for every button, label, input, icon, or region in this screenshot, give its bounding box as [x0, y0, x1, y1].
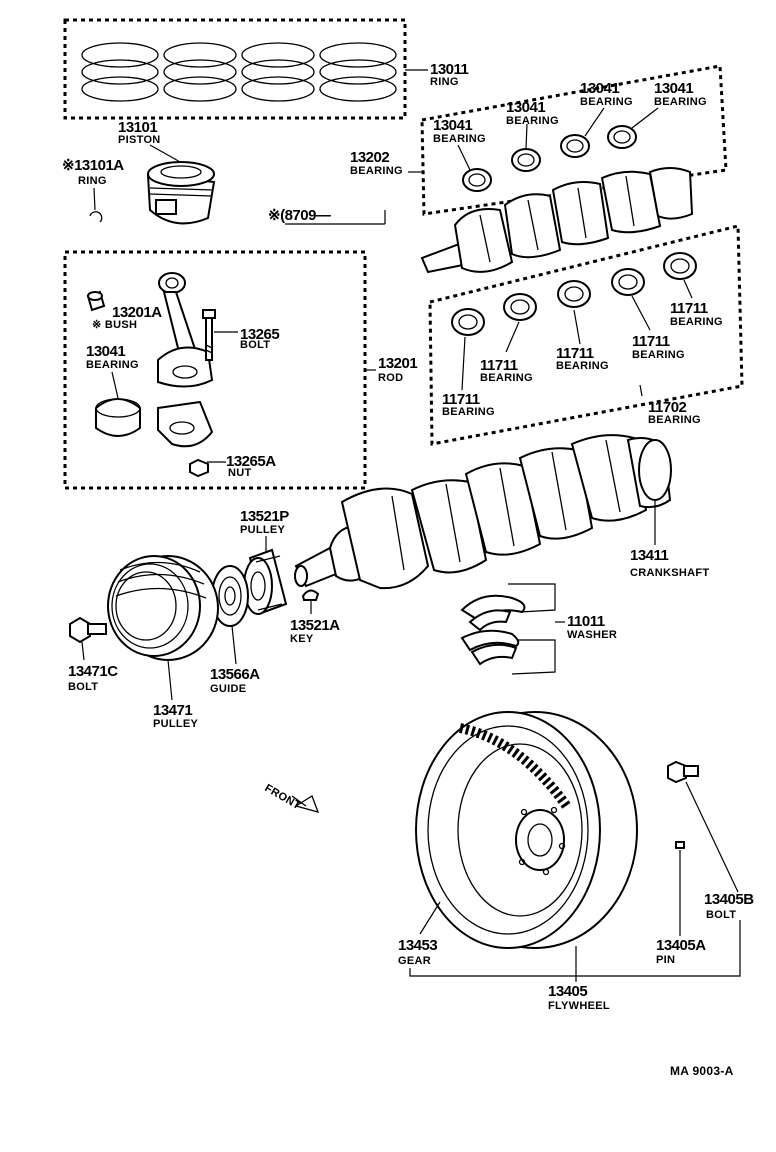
ring-gear-teeth [458, 723, 573, 811]
label-13566a-no: 13566A [210, 666, 260, 683]
label-13041-rod-no: 13041 [86, 343, 125, 360]
rod-bearing-box [420, 64, 728, 216]
rod-nut[interactable] [189, 458, 209, 478]
label-13041-a-name: BEARING [433, 133, 486, 145]
label-11711-c-no: 11711 [556, 345, 594, 362]
label-11702-name: BEARING [648, 414, 701, 426]
label-11711-a-no: 11711 [442, 391, 480, 408]
label-13405a-name: PIN [656, 954, 675, 966]
label-13041-b-name: BEARING [506, 115, 559, 127]
crank-pulley[interactable] [107, 555, 219, 661]
label-13201-no: 13201 [378, 355, 417, 372]
label-13041-d-no: 13041 [654, 80, 693, 97]
rod-bearing-shell[interactable] [95, 398, 141, 437]
snap-ring[interactable] [89, 211, 103, 223]
label-13405b-no: 13405B [704, 891, 754, 908]
flywheel-bolt[interactable] [667, 760, 699, 784]
rod-bolt[interactable] [202, 309, 216, 361]
label-11702-no: 11702 [648, 399, 687, 416]
bush[interactable] [86, 290, 106, 312]
label-13041-c-no: 13041 [580, 80, 619, 97]
thrust-washers[interactable] [460, 594, 526, 666]
label-13566a-name: GUIDE [210, 683, 246, 695]
connecting-rod[interactable] [157, 272, 214, 388]
label-13521p-no: 13521P [240, 508, 289, 525]
timing-pulley[interactable] [243, 548, 288, 615]
ring-set-box [63, 18, 407, 120]
label-13041-d-name: BEARING [654, 96, 707, 108]
flywheel[interactable] [415, 711, 638, 949]
label-13265-name: BOLT [240, 339, 270, 351]
label-13521a-name: KEY [290, 633, 314, 645]
main-bearings[interactable] [451, 252, 697, 336]
label-13041-b-no: 13041 [506, 99, 545, 116]
pulley-bolt[interactable] [69, 616, 107, 644]
label-13202-no: 13202 [350, 149, 389, 166]
label-11711-d-name: BEARING [632, 349, 685, 361]
label-13471c-name: BOLT [68, 681, 98, 693]
label-13471c-no: 13471C [68, 663, 118, 680]
label-13411-name: CRANKSHAFT [630, 567, 709, 579]
label-13265-no: 13265 [240, 326, 279, 343]
label-13265a-name: NUT [228, 467, 252, 479]
label-13411-no: 13411 [630, 547, 669, 564]
label-13202-name: BEARING [350, 165, 403, 177]
label-13521p-name: PULLEY [240, 524, 286, 536]
crankshaft-small[interactable] [420, 167, 694, 274]
crank-key[interactable] [301, 589, 320, 601]
crankshaft[interactable] [294, 434, 672, 590]
label-13453-name: GEAR [398, 955, 431, 967]
rod-bearings[interactable] [462, 125, 637, 192]
label-11711-e-no: 11711 [670, 300, 708, 317]
label-13201a-name: ※ BUSH [92, 319, 137, 331]
label-13453-no: 13453 [398, 937, 437, 954]
label-11011-no: 11011 [567, 613, 605, 630]
label-13011-name: RING [430, 76, 459, 88]
front-arrow-icon [291, 795, 320, 813]
label-11711-c-name: BEARING [556, 360, 609, 372]
label-11711-d-no: 11711 [632, 333, 670, 350]
label-13041-c-name: BEARING [580, 96, 633, 108]
front-label: FRONT [263, 782, 303, 812]
label-13041-a-no: 13041 [433, 117, 472, 134]
label-13101-name: PISTON [118, 134, 161, 146]
label-13471-no: 13471 [153, 702, 192, 719]
label-13101a-name: RING [78, 175, 107, 187]
label-13201a-no: 13201A [112, 304, 162, 321]
label-13405a-no: 13405A [656, 937, 706, 954]
label-13405-no: 13405 [548, 983, 587, 1000]
label-13265a-no: 13265A [226, 453, 276, 470]
label-11711-e-name: BEARING [670, 316, 723, 328]
label-11011-name: WASHER [567, 629, 617, 641]
label-11711-b-no: 11711 [480, 357, 518, 374]
label-11711-a-name: BEARING [442, 406, 495, 418]
label-8709: ※(8709— [268, 207, 331, 224]
piston-rings[interactable] [81, 42, 397, 102]
label-13041-rod-name: BEARING [86, 359, 139, 371]
rod-cap[interactable] [157, 400, 214, 448]
label-13011-no: 13011 [430, 61, 469, 78]
label-13101a-no: ※13101A [62, 157, 124, 174]
main-bearing-box [428, 224, 744, 446]
piston[interactable] [146, 161, 216, 225]
label-13471-name: PULLEY [153, 718, 199, 730]
label-13101-no: 13101 [118, 119, 157, 136]
label-11711-b-name: BEARING [480, 372, 533, 384]
figure-code: MA 9003-A [670, 1064, 734, 1078]
flywheel-pin[interactable] [675, 841, 685, 849]
label-13521a-no: 13521A [290, 617, 340, 634]
label-13405b-name: BOLT [706, 909, 736, 921]
label-13405-name: FLYWHEEL [548, 1000, 610, 1012]
label-13201-name: ROD [378, 372, 403, 384]
